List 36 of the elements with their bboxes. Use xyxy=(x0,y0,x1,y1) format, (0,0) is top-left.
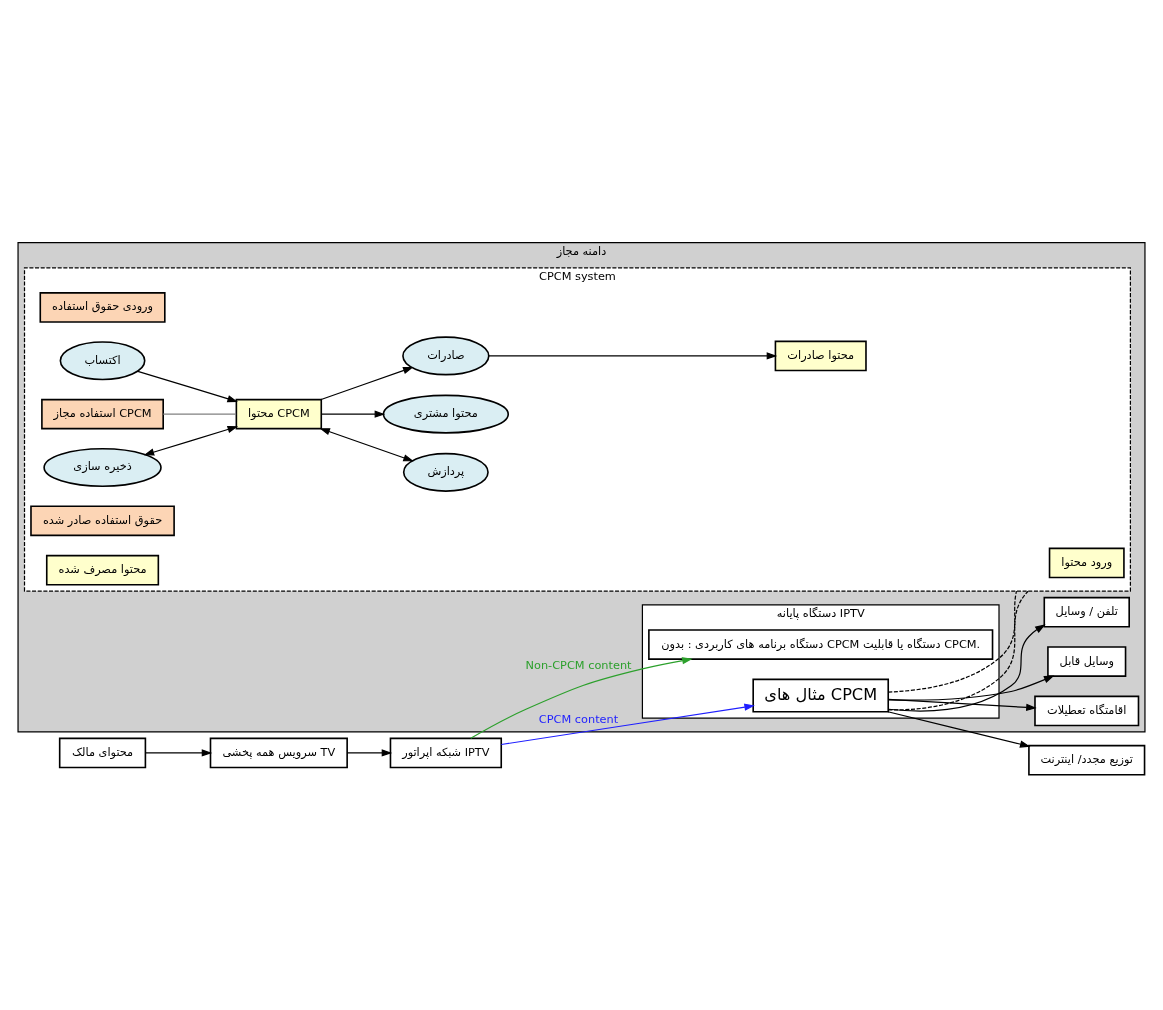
node-box: ورودی حقوق استفاده xyxy=(39,291,166,323)
arrow xyxy=(887,623,1046,712)
node-box: توزیع مجدد/ اینترنت xyxy=(1028,744,1146,776)
node-box: استفاده مجاز CPCM xyxy=(41,398,164,429)
arrow xyxy=(320,366,414,400)
node-box: شبکه اپراتور IPTV xyxy=(389,737,503,768)
node-box: سرویس همه پخشی TV xyxy=(209,737,348,768)
arrow xyxy=(488,351,778,360)
arrow xyxy=(320,409,386,418)
node-box: دستگاه برنامه های کاربردی : بدون CPCM دستگاه یا قابلیت CPCM. xyxy=(648,628,994,660)
node-box: محتوا CPCM xyxy=(235,398,323,429)
node-box: محتوای مالک xyxy=(58,737,147,768)
arrow xyxy=(144,748,213,757)
node-box: تلفن / وسایل xyxy=(1043,596,1130,628)
node-ellipse: اکتساب xyxy=(59,340,146,380)
node-box: حقوق استفاده صادر شده xyxy=(30,505,175,536)
connector xyxy=(162,413,237,415)
edge-label: CPCM content xyxy=(538,711,619,726)
edge-label: Non-CPCM content xyxy=(525,657,632,672)
node-box: محتوا صادرات xyxy=(774,340,867,371)
arrow xyxy=(137,370,238,402)
arrow xyxy=(346,748,393,757)
node-box: اقامتگاه تعطیلات xyxy=(1034,695,1140,726)
connector xyxy=(887,590,1018,693)
connector xyxy=(887,590,1029,710)
node-box: مثال های CPCM xyxy=(752,678,890,712)
arrow xyxy=(887,710,1031,748)
arrow xyxy=(143,425,239,456)
node-box: محتوا مصرف شده xyxy=(45,554,160,586)
arrow xyxy=(319,427,414,461)
node-box: وسایل قابل xyxy=(1047,645,1127,677)
arrow xyxy=(887,674,1055,701)
arrow xyxy=(500,702,755,745)
node-box: ورود محتوا xyxy=(1048,547,1125,578)
node-ellipse: محتوا مشتری xyxy=(382,394,510,434)
arrow xyxy=(470,656,693,739)
